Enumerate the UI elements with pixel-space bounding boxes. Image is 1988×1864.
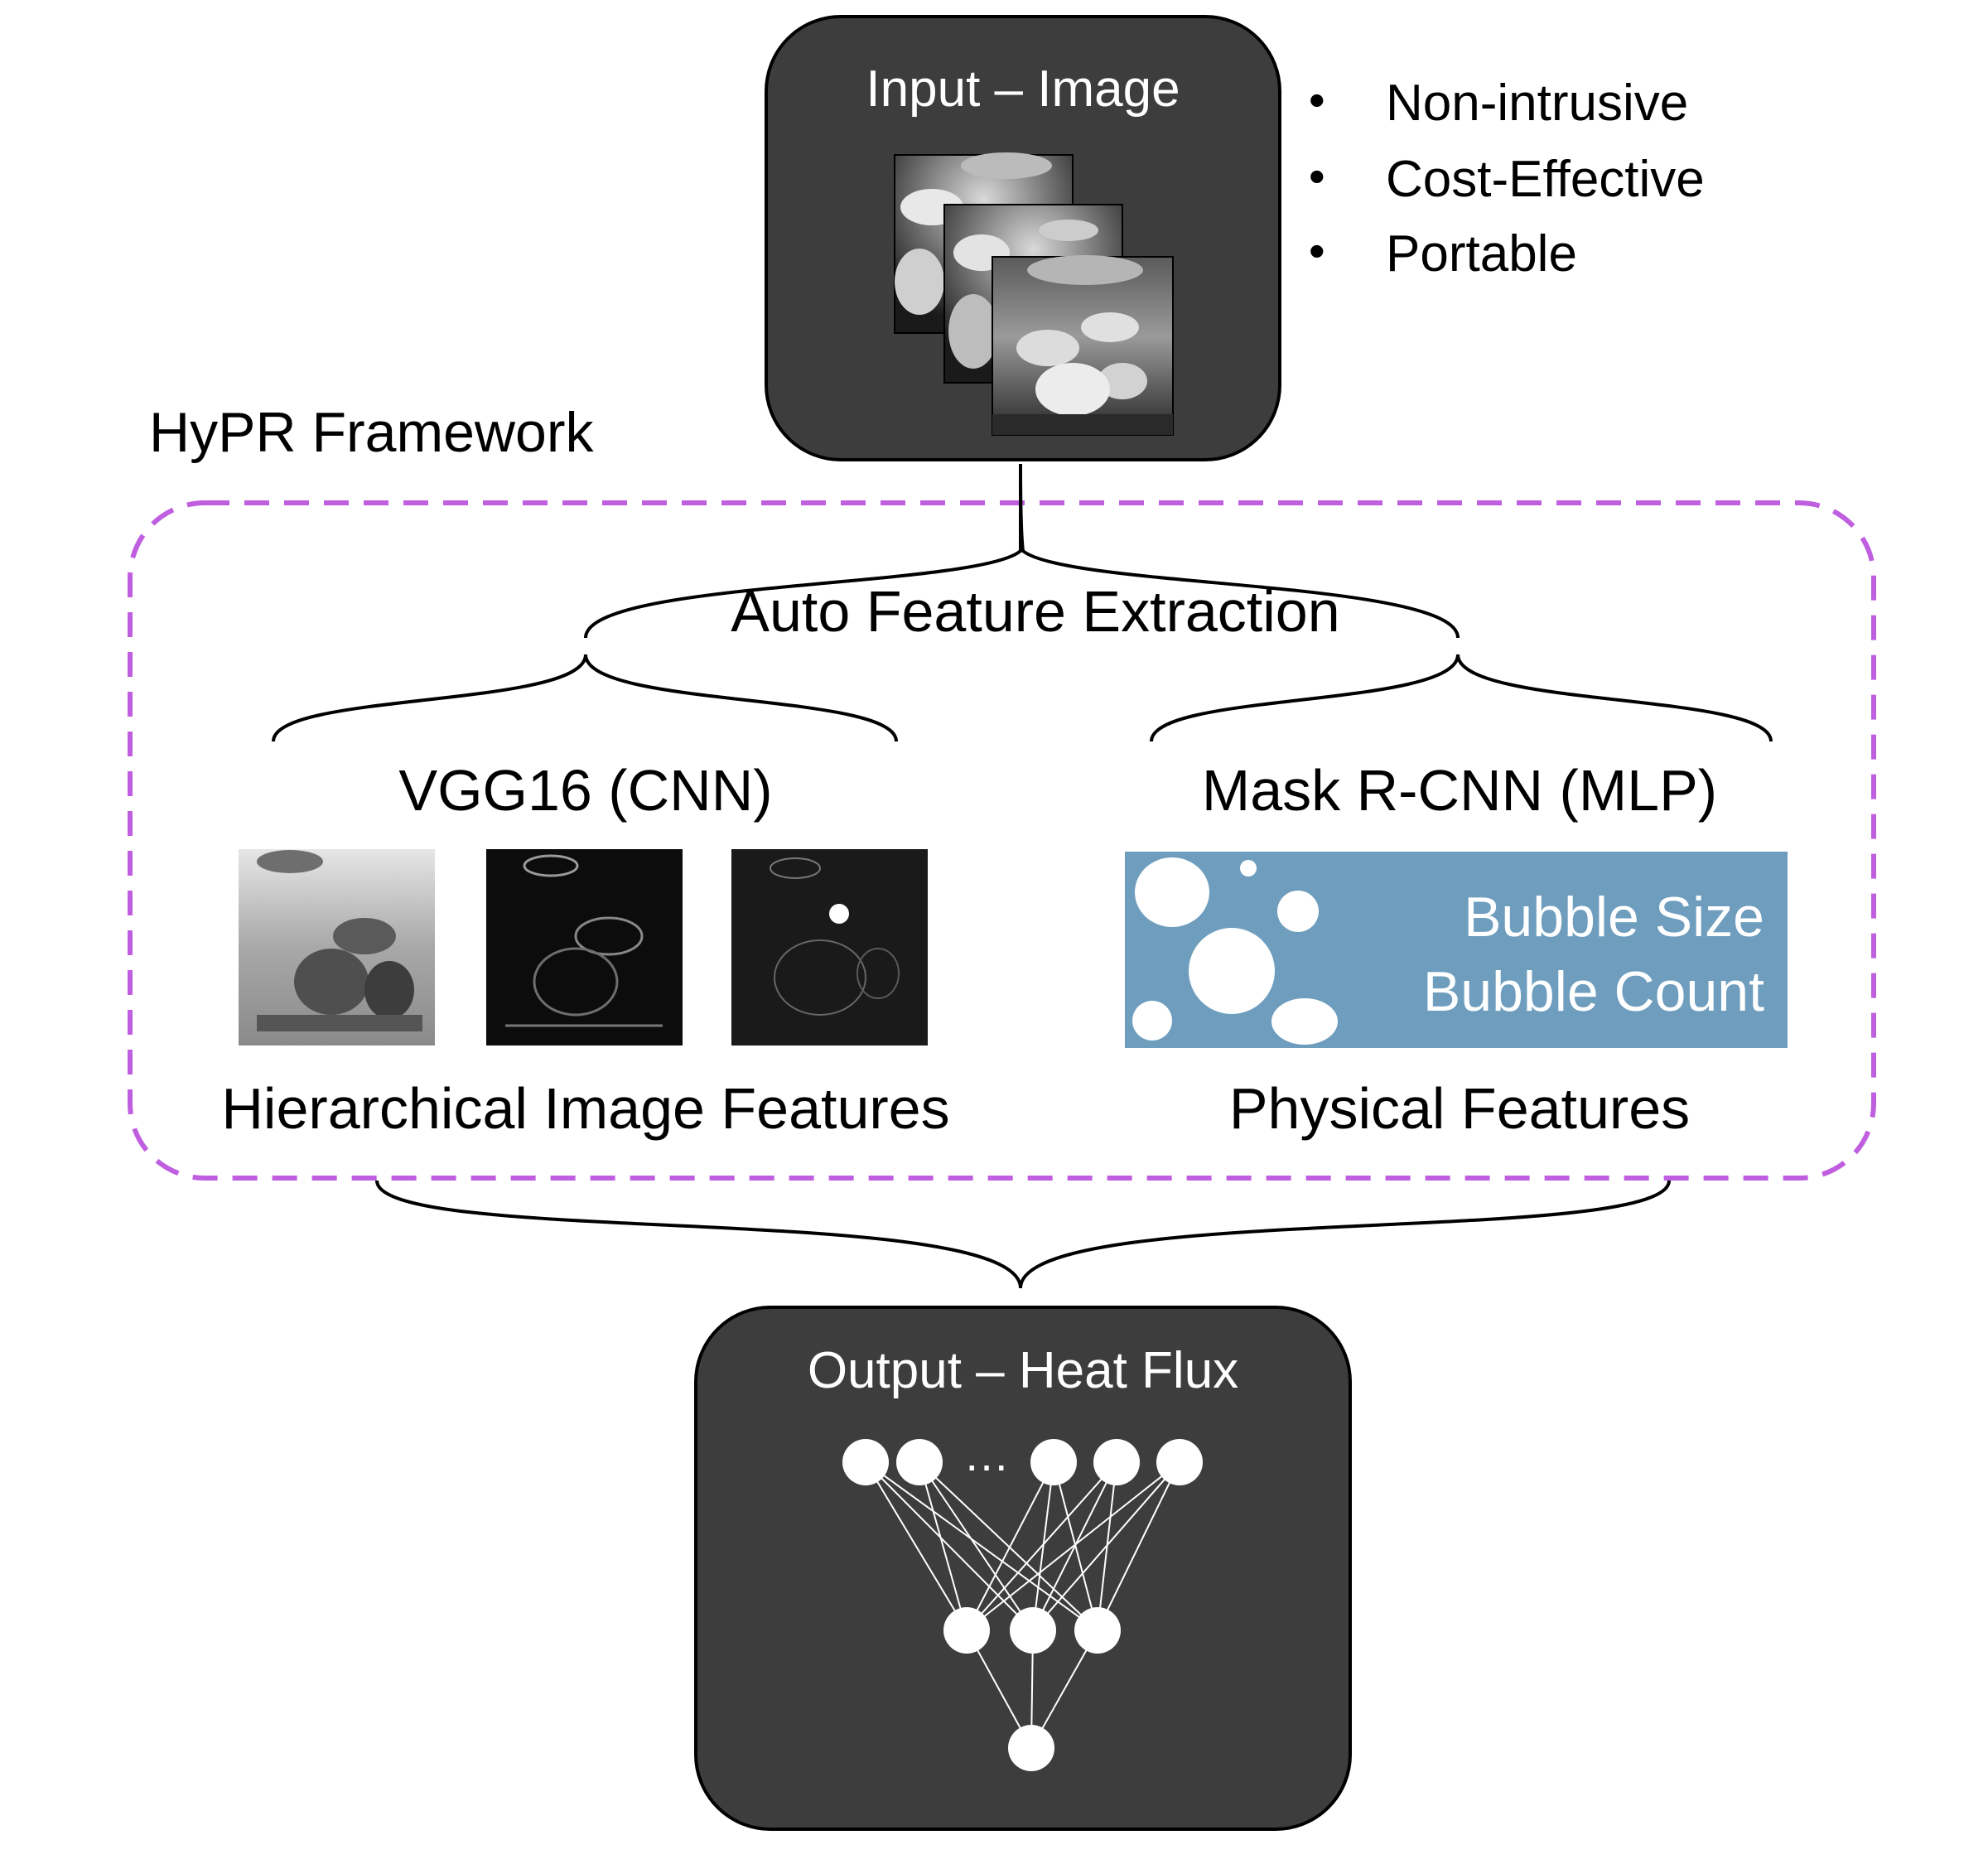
output-node <box>1008 1725 1054 1771</box>
input-title: Input – Image <box>866 60 1180 118</box>
bubble <box>1271 998 1338 1045</box>
ellipsis-glyph: … <box>963 1428 1010 1480</box>
mask-brace <box>1150 654 1773 742</box>
mask-features-label: Physical Features <box>1229 1076 1690 1141</box>
hidden-node <box>943 1607 990 1654</box>
input-node <box>896 1439 943 1485</box>
hidden-node <box>1010 1607 1056 1654</box>
panel-line-count: Bubble Count <box>1423 960 1764 1023</box>
advantage-item: Non-intrusive <box>1386 75 1688 132</box>
advantages-list: • Non-intrusive • Cost-Effective • Porta… <box>1309 74 1705 282</box>
vgg-brace <box>272 654 898 742</box>
feature-map-3 <box>731 849 928 1045</box>
bubble-panel: Bubble Size Bubble Count <box>1125 852 1788 1048</box>
input-box: Input – Image <box>765 15 1281 461</box>
input-image-stack <box>894 152 1174 436</box>
framework-border <box>128 500 1876 1181</box>
bullet: • <box>1309 74 1325 126</box>
extraction-label: Auto Feature Extraction <box>731 579 1339 644</box>
input-node <box>1030 1439 1077 1485</box>
hidden-node <box>1074 1607 1121 1654</box>
bubble <box>1135 857 1209 927</box>
advantage-item: Portable <box>1386 225 1577 282</box>
framework-label: HyPR Framework <box>149 401 594 464</box>
advantage-item: Cost-Effective <box>1386 151 1705 208</box>
bullet: • <box>1309 225 1325 277</box>
feature-map-1 <box>239 849 435 1045</box>
bubble <box>1240 860 1257 876</box>
feature-map-2 <box>486 849 683 1045</box>
output-title: Output – Heat Flux <box>808 1342 1238 1399</box>
vgg-features-label: Hierarchical Image Features <box>221 1076 949 1141</box>
vgg-label: VGG16 (CNN) <box>398 758 772 823</box>
input-split-brace <box>584 463 1460 639</box>
bubble <box>1277 891 1319 932</box>
merge-brace <box>375 1180 1671 1289</box>
input-node <box>842 1439 889 1485</box>
mask-label: Mask R-CNN (MLP) <box>1202 758 1717 823</box>
input-node <box>1156 1439 1203 1485</box>
network-nodes <box>842 1439 1203 1771</box>
input-node <box>1093 1439 1140 1485</box>
bubble-photo-3 <box>992 255 1174 436</box>
output-box: Output – Heat Flux <box>694 1306 1352 1831</box>
bubble <box>1132 1001 1172 1041</box>
panel-line-size: Bubble Size <box>1464 886 1764 949</box>
bullet: • <box>1309 150 1325 202</box>
neural-network-icon: … <box>842 1428 1203 1771</box>
bubble <box>1189 928 1275 1014</box>
